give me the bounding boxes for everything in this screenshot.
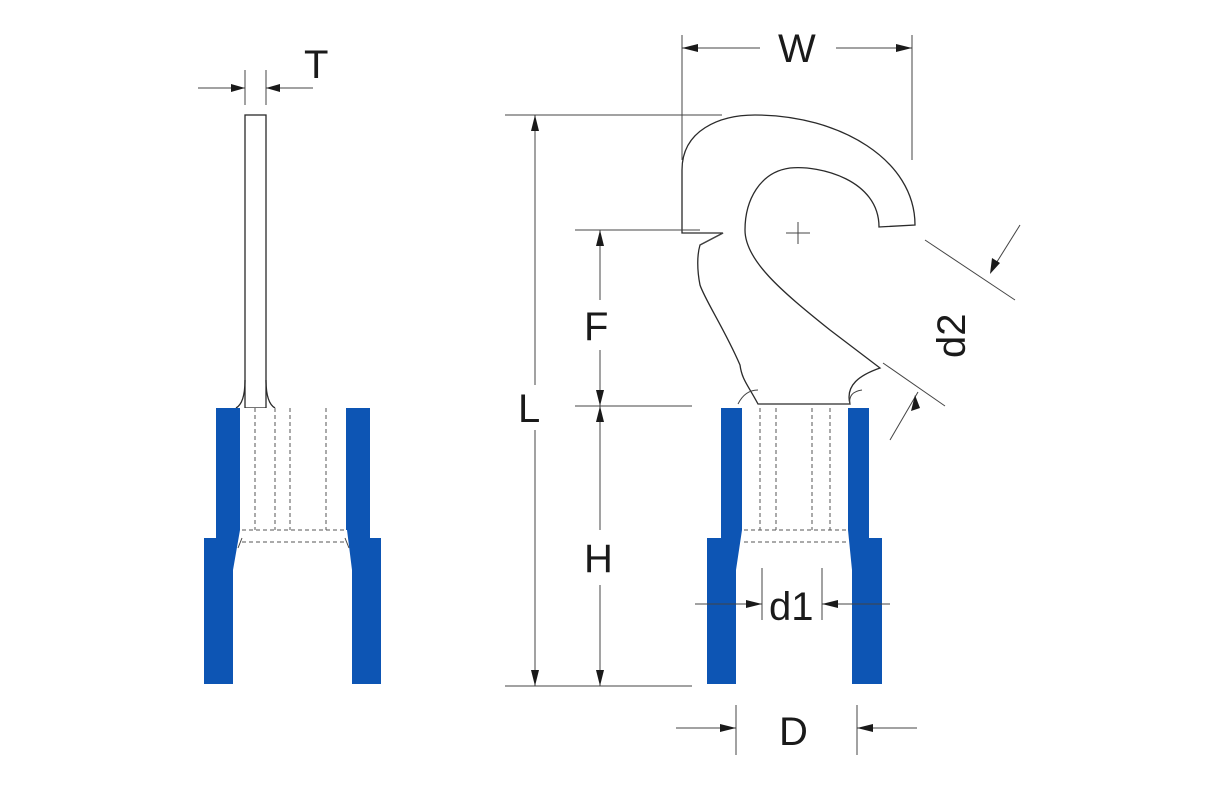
- hole-center-mark: [786, 222, 810, 244]
- dimension-D: D: [676, 705, 917, 755]
- label-T: T: [304, 43, 328, 87]
- hook-outline: [681, 114, 916, 405]
- dimension-H: H: [584, 406, 613, 686]
- label-L: L: [518, 387, 540, 431]
- side-view-cavity: [233, 408, 352, 684]
- dimension-F: F: [575, 229, 700, 407]
- dimension-d1: d1: [695, 585, 890, 629]
- dimension-d2: d2: [882, 224, 1021, 441]
- dimension-T: T: [198, 43, 328, 105]
- side-view: T: [198, 43, 381, 684]
- dimension-W: W: [681, 27, 913, 160]
- label-d2: d2: [930, 314, 974, 359]
- front-view-cavity: [736, 408, 852, 684]
- label-D: D: [779, 710, 808, 754]
- side-view-barrel: [237, 408, 350, 549]
- label-d1: d1: [769, 585, 814, 629]
- label-H: H: [584, 537, 613, 581]
- label-F: F: [584, 305, 608, 349]
- side-view-tongue: [244, 114, 267, 409]
- hook-root-curves: [737, 389, 863, 405]
- hook-flat-edge: [699, 232, 724, 246]
- front-view: W L F H: [505, 27, 1021, 755]
- front-view-barrel: [744, 408, 846, 620]
- label-W: W: [778, 27, 816, 71]
- side-view-tongue-flare: [235, 379, 276, 409]
- dimension-L: L: [505, 114, 722, 687]
